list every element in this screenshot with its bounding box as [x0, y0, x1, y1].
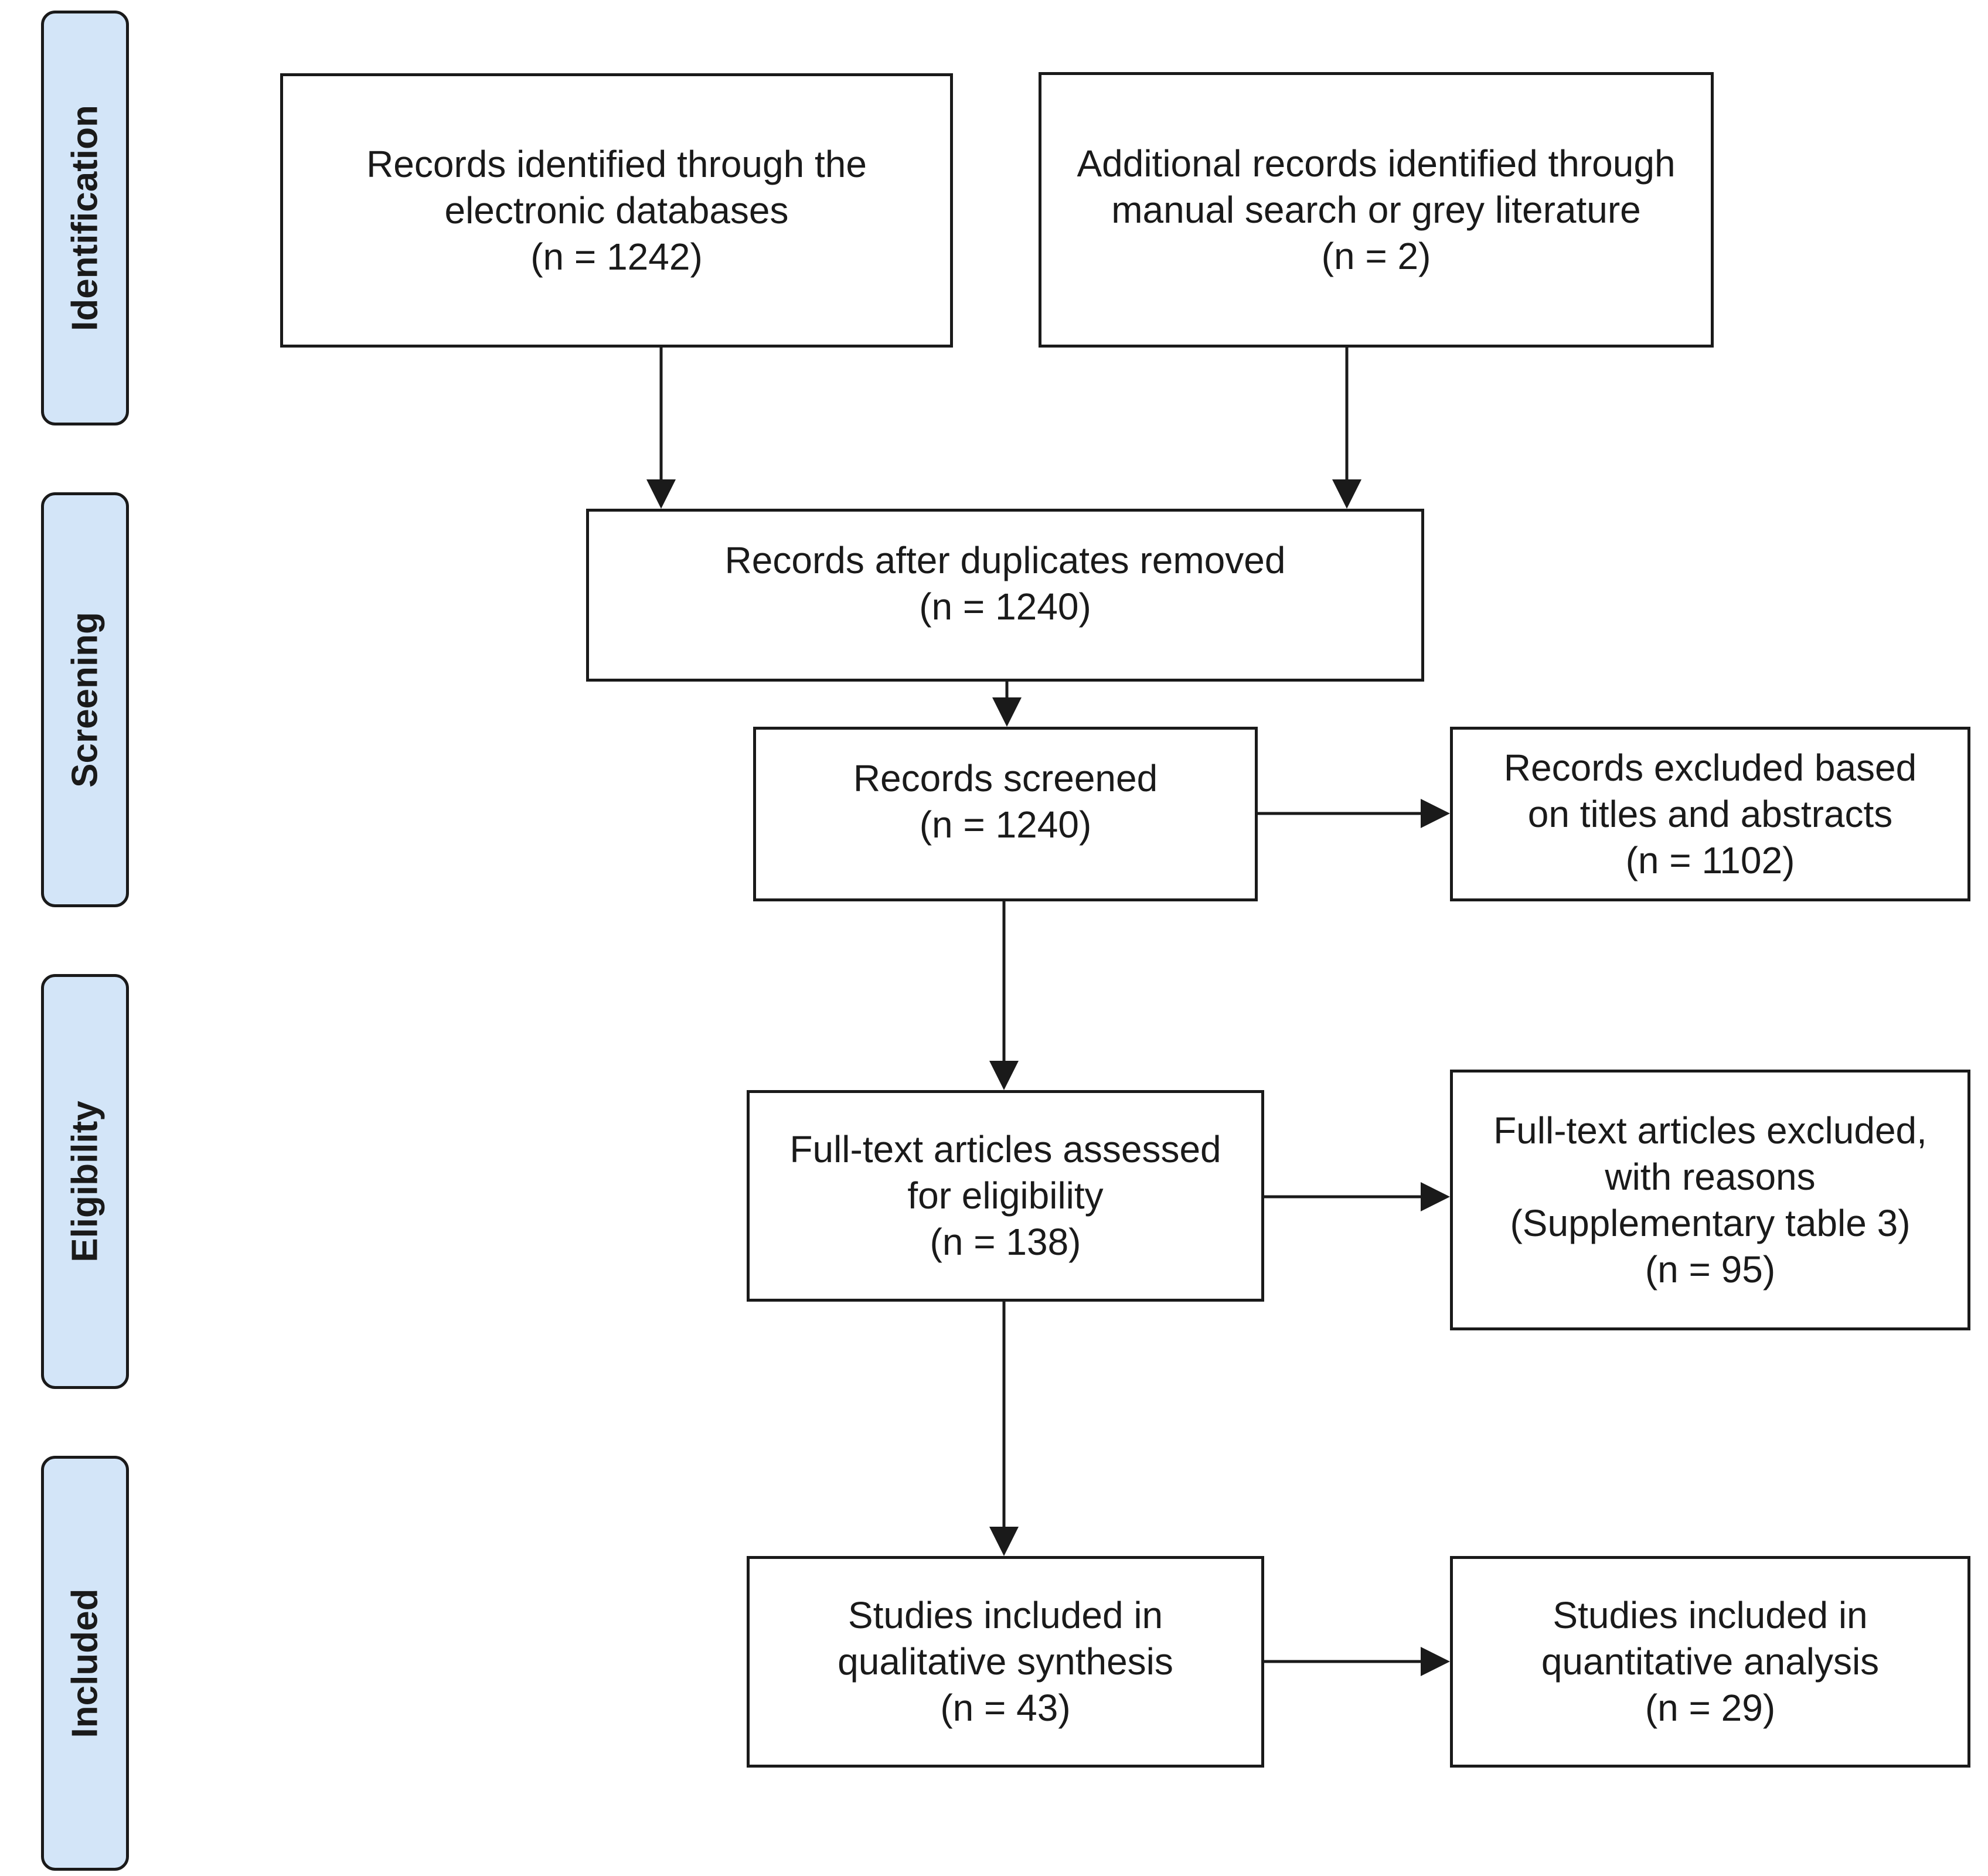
box-text-line: Full-text articles excluded,	[1493, 1109, 1927, 1152]
box-text-line: qualitative synthesis	[838, 1640, 1173, 1683]
arrowhead-down	[992, 697, 1022, 727]
box-count: (n = 1102)	[1625, 839, 1795, 881]
box-count: (n = 95)	[1645, 1248, 1776, 1291]
box-text-line: for eligibility	[907, 1174, 1104, 1217]
phase-included: Included	[41, 1456, 129, 1871]
box-text-line: Records after duplicates removed	[724, 539, 1286, 581]
box-qualitative-synthesis: Studies included in qualitative synthesi…	[747, 1556, 1264, 1768]
box-count: (n = 43)	[940, 1687, 1071, 1729]
arrowhead-right	[1421, 799, 1450, 828]
box-text-line: manual search or grey literature	[1111, 188, 1641, 231]
box-text-line: Records excluded based	[1503, 746, 1917, 789]
arrowhead-right	[1421, 1182, 1450, 1211]
box-text-line: on titles and abstracts	[1527, 792, 1893, 835]
box-text-line: Studies included in	[1553, 1594, 1868, 1636]
box-additional-records: Additional records identified through ma…	[1039, 72, 1714, 348]
arrowhead-down	[989, 1527, 1019, 1556]
box-text-line: (Supplementary table 3)	[1510, 1201, 1911, 1244]
arrowhead-down	[1332, 479, 1361, 509]
arrowhead-down	[646, 479, 676, 509]
box-text-line: electronic databases	[444, 189, 789, 231]
phase-eligibility: Eligibility	[41, 974, 129, 1389]
arrowhead-right	[1421, 1647, 1450, 1676]
box-text-line: Full-text articles assessed	[789, 1128, 1221, 1170]
box-records-identified-databases: Records identified through the electroni…	[280, 73, 953, 348]
box-after-duplicates-removed: Records after duplicates removed (n = 12…	[586, 509, 1424, 682]
box-text-line: Records screened	[853, 757, 1158, 799]
box-count: (n = 1240)	[919, 585, 1091, 628]
arrowhead-down	[989, 1061, 1019, 1090]
box-count: (n = 1242)	[530, 235, 703, 278]
box-text-line: with reasons	[1605, 1155, 1816, 1198]
phase-screening: Screening	[41, 492, 129, 907]
box-records-screened: Records screened (n = 1240)	[753, 727, 1258, 901]
box-fulltext-assessed: Full-text articles assessed for eligibil…	[747, 1090, 1264, 1302]
box-count: (n = 1240)	[919, 803, 1092, 846]
box-count: (n = 2)	[1321, 234, 1431, 277]
box-count: (n = 29)	[1645, 1687, 1776, 1729]
box-count: (n = 138)	[930, 1221, 1081, 1263]
box-text-line: quantitative analysis	[1541, 1640, 1880, 1683]
box-records-excluded: Records excluded based on titles and abs…	[1450, 727, 1970, 901]
phase-identification: Identification	[41, 11, 129, 425]
box-text-line: Studies included in	[847, 1594, 1163, 1636]
box-text-line: Additional records identified through	[1077, 142, 1676, 185]
box-text-line: Records identified through the	[366, 142, 867, 185]
box-quantitative-analysis: Studies included in quantitative analysi…	[1450, 1556, 1970, 1768]
box-fulltext-excluded: Full-text articles excluded, with reason…	[1450, 1070, 1970, 1330]
